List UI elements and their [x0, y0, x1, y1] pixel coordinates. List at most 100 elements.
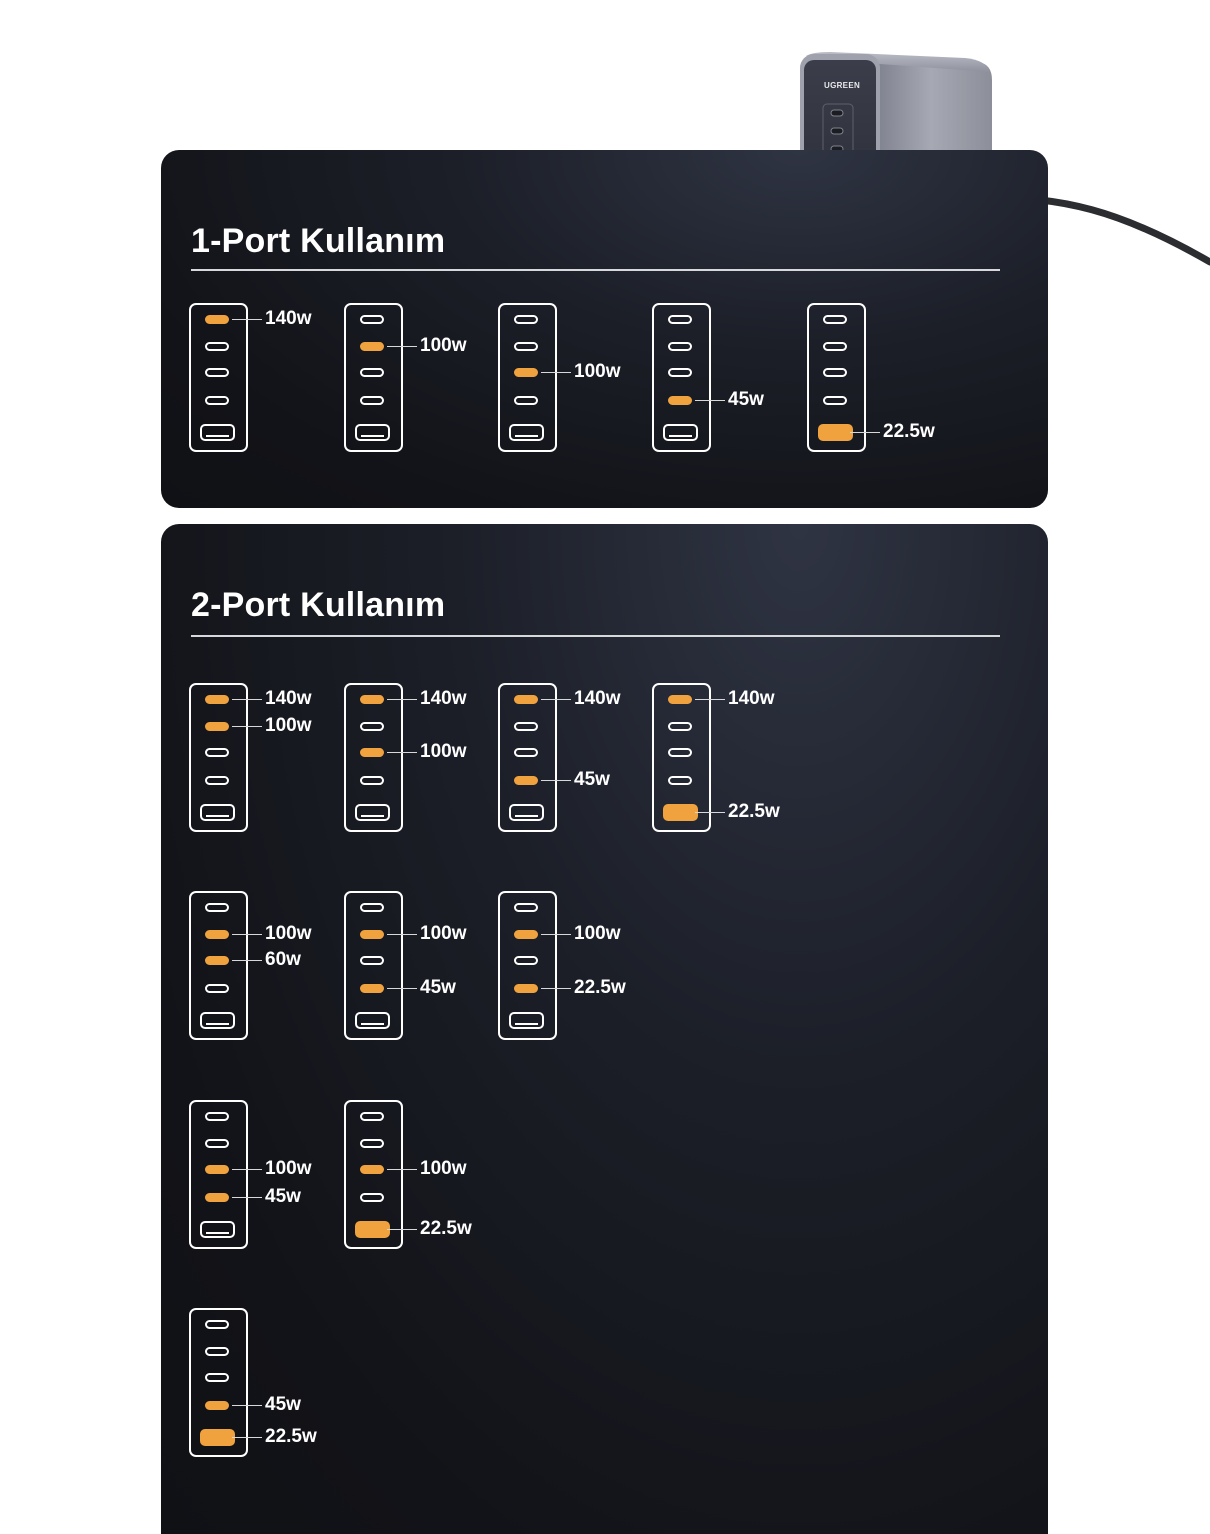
wattage-label: 45w — [265, 1394, 301, 1415]
usb-c3-port-icon — [514, 955, 538, 965]
usb-c4-port-icon — [205, 395, 229, 405]
charger-outline-icon — [652, 303, 711, 452]
usb-c4-port-icon — [360, 1192, 384, 1202]
usb-c1-port-icon — [360, 1111, 384, 1121]
usb-c1-port-icon — [360, 314, 384, 324]
usb-c4-port-icon — [205, 1192, 229, 1202]
usb-a-port-icon — [200, 1428, 235, 1446]
usb-a-port-icon — [200, 423, 235, 441]
usb-c4-port-icon — [205, 1400, 229, 1410]
usb-a-port-icon — [509, 423, 544, 441]
wattage-label: 100w — [420, 741, 467, 762]
usb-c4-port-icon — [205, 775, 229, 785]
usb-c1-port-icon — [823, 314, 847, 324]
usb-a-port-icon — [200, 803, 235, 821]
charger-outline-icon — [344, 891, 403, 1040]
usb-a-port-icon — [355, 1011, 390, 1029]
usb-c3-port-icon — [668, 747, 692, 757]
usb-c1-port-icon — [360, 694, 384, 704]
usb-a-port-icon — [509, 803, 544, 821]
wattage-label: 60w — [265, 949, 301, 970]
usb-c1-port-icon — [360, 902, 384, 912]
usb-c4-port-icon — [668, 775, 692, 785]
wattage-label: 140w — [728, 688, 775, 709]
port-combination: 100w — [498, 303, 648, 453]
leader-line — [541, 372, 571, 373]
usb-c3-port-icon — [514, 747, 538, 757]
usb-c1-port-icon — [205, 1319, 229, 1329]
charger-outline-icon — [189, 891, 248, 1040]
leader-line — [232, 1169, 262, 1170]
leader-line — [232, 726, 262, 727]
usb-c2-port-icon — [360, 1138, 384, 1148]
port-combination: 140w 22.5w — [652, 683, 802, 833]
usb-c3-port-icon — [360, 1164, 384, 1174]
usb-c2-port-icon — [360, 721, 384, 731]
wattage-label: 100w — [574, 923, 621, 944]
charger-outline-icon — [344, 683, 403, 832]
wattage-label: 100w — [265, 715, 312, 736]
leader-line — [541, 934, 571, 935]
port-combination: 140w 45w — [498, 683, 648, 833]
leader-line — [387, 699, 417, 700]
leader-line — [232, 1437, 262, 1438]
wattage-label: 22.5w — [883, 421, 935, 442]
port-combination: 100w 60w — [189, 891, 339, 1041]
usb-c1-port-icon — [514, 314, 538, 324]
usb-a-port-icon — [355, 423, 390, 441]
usb-a-port-icon — [355, 803, 390, 821]
section-divider — [191, 635, 1000, 637]
usb-c4-port-icon — [360, 775, 384, 785]
usb-a-port-icon — [818, 423, 853, 441]
leader-line — [850, 432, 880, 433]
leader-line — [232, 934, 262, 935]
section-title: 1-Port Kullanım — [191, 222, 446, 260]
usb-c4-port-icon — [360, 395, 384, 405]
usb-c2-port-icon — [205, 341, 229, 351]
leader-line — [387, 934, 417, 935]
charger-outline-icon — [498, 303, 557, 452]
usb-c4-port-icon — [360, 983, 384, 993]
charger-outline-icon — [189, 303, 248, 452]
usb-c2-port-icon — [823, 341, 847, 351]
port-combination: 140w — [189, 303, 339, 453]
wattage-label: 45w — [420, 977, 456, 998]
port-combination: 100w — [344, 303, 494, 453]
leader-line — [232, 1405, 262, 1406]
usb-c4-port-icon — [514, 983, 538, 993]
usb-c1-port-icon — [668, 314, 692, 324]
leader-line — [387, 752, 417, 753]
usb-c4-port-icon — [668, 395, 692, 405]
usb-c1-port-icon — [205, 694, 229, 704]
usb-c4-port-icon — [205, 983, 229, 993]
wattage-label: 22.5w — [728, 801, 780, 822]
wattage-label: 140w — [574, 688, 621, 709]
port-combination: 22.5w — [807, 303, 957, 453]
port-combination: 140w 100w — [189, 683, 339, 833]
usb-c2-port-icon — [205, 929, 229, 939]
usb-c3-port-icon — [668, 367, 692, 377]
usb-c3-port-icon — [360, 367, 384, 377]
leader-line — [387, 346, 417, 347]
leader-line — [541, 988, 571, 989]
leader-line — [232, 699, 262, 700]
wattage-label: 140w — [265, 308, 312, 329]
usb-c1-port-icon — [514, 902, 538, 912]
wattage-label: 45w — [574, 769, 610, 790]
wattage-label: 140w — [265, 688, 312, 709]
charger-outline-icon — [498, 891, 557, 1040]
usb-c2-port-icon — [205, 721, 229, 731]
leader-line — [387, 1229, 417, 1230]
usb-c1-port-icon — [514, 694, 538, 704]
wattage-label: 100w — [265, 923, 312, 944]
usb-c2-port-icon — [360, 929, 384, 939]
usb-a-port-icon — [355, 1220, 390, 1238]
usb-c3-port-icon — [205, 747, 229, 757]
usb-c1-port-icon — [205, 314, 229, 324]
usb-c2-port-icon — [514, 341, 538, 351]
usb-c4-port-icon — [823, 395, 847, 405]
